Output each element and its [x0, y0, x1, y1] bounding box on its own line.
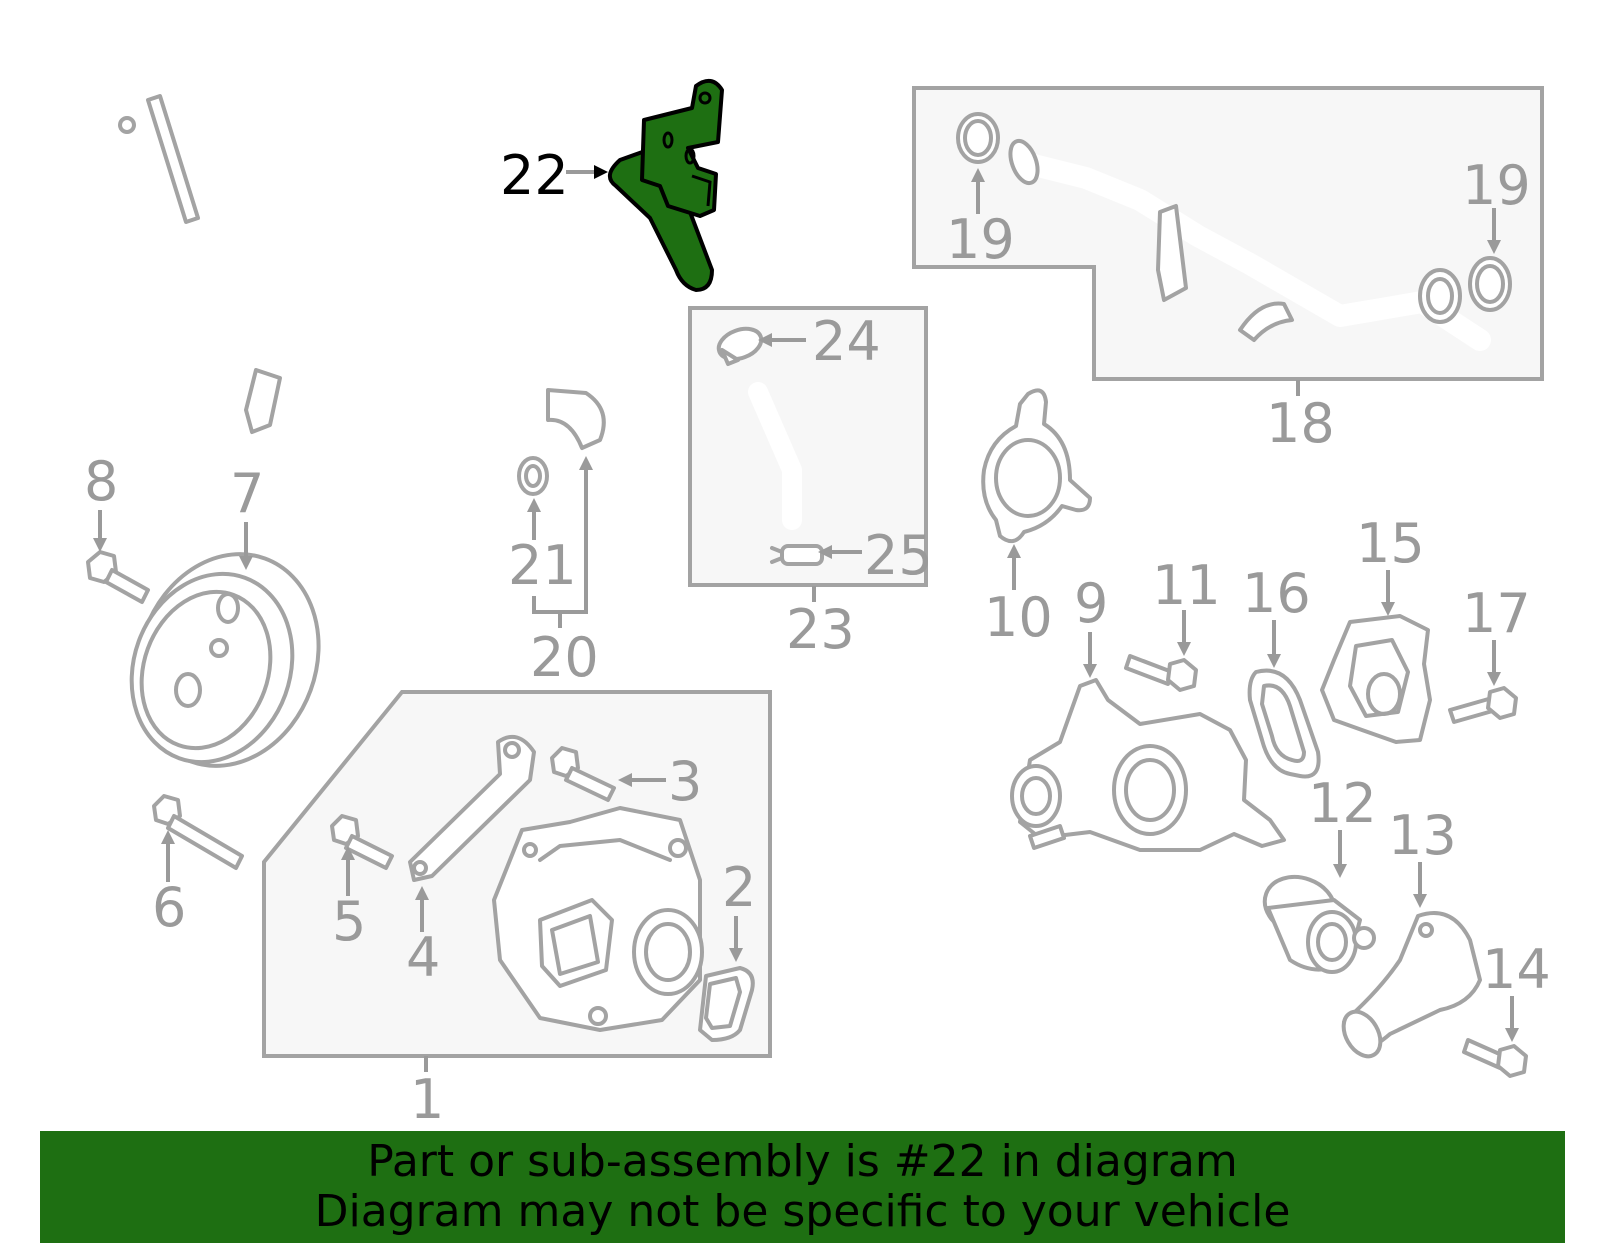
pipe-part-18 — [1008, 138, 1491, 351]
callout-10: 10 — [984, 586, 1053, 649]
callout-16: 16 — [1242, 562, 1311, 625]
pulley-part-7 — [129, 552, 321, 768]
callout-21: 21 — [508, 534, 577, 597]
callout-19-right: 19 — [1462, 154, 1531, 217]
callout-17: 17 — [1462, 582, 1531, 645]
callout-3: 3 — [668, 750, 702, 813]
water-pump-part-1 — [492, 806, 704, 1032]
callout-9: 9 — [1074, 572, 1108, 635]
hose-part-23 — [748, 382, 802, 530]
callout-23: 23 — [786, 598, 855, 661]
callout-18: 18 — [1266, 392, 1335, 455]
thermostat-housing-part-9 — [1010, 678, 1286, 852]
callout-15: 15 — [1356, 512, 1425, 575]
callout-13: 13 — [1388, 804, 1457, 867]
bolt-part-6 — [152, 794, 244, 870]
bolt-part-11 — [1124, 654, 1198, 692]
pipe-part-20 — [108, 30, 606, 478]
bolt-part-17 — [1448, 686, 1518, 724]
highlighted-part-22 — [608, 78, 724, 292]
callout-5: 5 — [332, 890, 366, 953]
callout-12: 12 — [1308, 772, 1377, 835]
callout-6: 6 — [152, 876, 186, 939]
callout-22: 22 — [500, 144, 569, 207]
callout-8: 8 — [84, 450, 118, 513]
callout-11: 11 — [1152, 554, 1221, 617]
bolt-part-14 — [1462, 1038, 1528, 1078]
cover-part-15 — [1320, 614, 1432, 744]
oring-part-19-left — [956, 112, 1000, 164]
thermostat-part-12 — [1262, 874, 1376, 974]
callout-7: 7 — [230, 462, 264, 525]
oring-part-19-right — [1468, 256, 1512, 312]
outlet-part-13 — [1341, 911, 1482, 1059]
bolt-part-3 — [550, 746, 616, 802]
bolt-part-8 — [86, 550, 150, 604]
callout-14: 14 — [1482, 938, 1551, 1001]
callout-19-left: 19 — [946, 208, 1015, 271]
callout-1: 1 — [410, 1068, 444, 1131]
notice-banner: Part or sub-assembly is #22 in diagram D… — [40, 1131, 1565, 1243]
clamp-part-24 — [716, 326, 764, 366]
callout-20: 20 — [530, 626, 599, 689]
clamp-part-25 — [770, 544, 824, 566]
callout-4: 4 — [406, 926, 440, 989]
callout-25: 25 — [864, 524, 933, 587]
gasket-part-10 — [981, 388, 1092, 544]
gasket-part-16 — [1247, 668, 1321, 779]
banner-line-1: Part or sub-assembly is #22 in diagram — [367, 1136, 1238, 1187]
leader-arrows — [93, 165, 1519, 1072]
callout-24: 24 — [812, 310, 881, 373]
bracket-part-4 — [408, 734, 536, 882]
bolt-part-5 — [330, 814, 394, 870]
callout-2: 2 — [722, 856, 756, 919]
banner-line-2: Diagram may not be specific to your vehi… — [314, 1186, 1291, 1237]
